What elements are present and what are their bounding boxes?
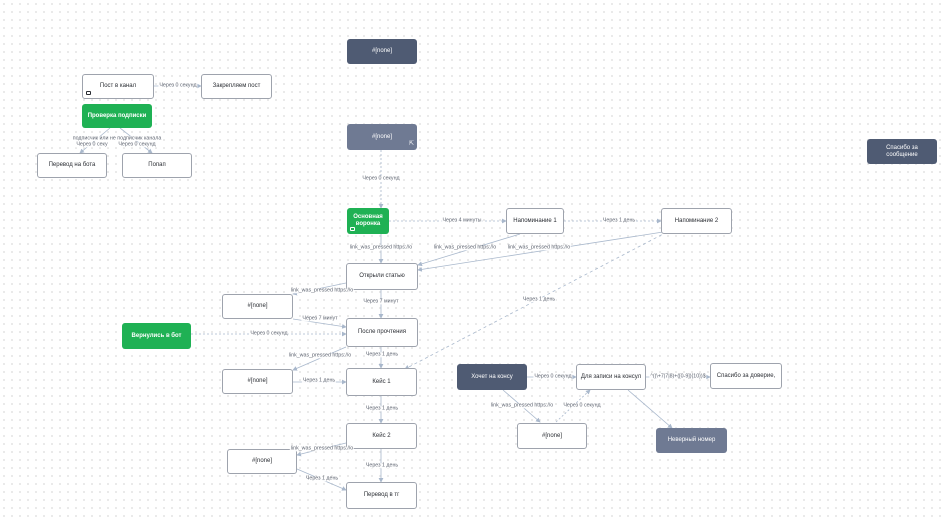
edge-label: link_was_pressed https://o xyxy=(432,244,498,251)
node-label: #[none] xyxy=(247,303,268,310)
edge-for-bad xyxy=(627,389,673,429)
node-to-tg[interactable]: Перевод в тг xyxy=(346,482,417,509)
node-for-consult[interactable]: Для записи на консул xyxy=(576,364,646,390)
node-label: После прочтения xyxy=(357,329,406,336)
node-bad-number[interactable]: Неверный номер xyxy=(656,428,727,453)
node-label: Для записи на консул xyxy=(580,373,642,380)
node-case-2[interactable]: Кейс 2 xyxy=(346,423,417,449)
node-label: Открыли статью xyxy=(359,273,405,280)
edge-label: Через 0 секунд xyxy=(562,402,602,409)
node-reminder-2[interactable]: Напоминание 2 xyxy=(661,208,732,234)
edge-label: Через 1 день xyxy=(364,405,400,412)
edge-label: Через 1 день xyxy=(304,475,340,482)
node-label: Хочет на консу xyxy=(471,373,513,380)
edge-label: Через 0 секу xyxy=(75,141,109,148)
edge-rem2-open xyxy=(417,231,664,272)
node-returned-bot[interactable]: Вернулись в бот xyxy=(122,323,191,349)
edge-label: Через 7 минут xyxy=(301,315,339,322)
edge-label: ^((\+7|7|8)+([0-9]){10})$ xyxy=(649,373,707,380)
edge-label: link_was_pressed https://o xyxy=(348,244,414,251)
edge-label: Через 0 секунд xyxy=(361,175,401,182)
node-label: Попап xyxy=(148,162,166,169)
node-check-sub[interactable]: Проверка подписки xyxy=(82,104,152,128)
external-link-icon[interactable]: ⇱ xyxy=(408,141,414,147)
node-label: Вернулись в бот xyxy=(131,332,182,339)
node-to-bot[interactable]: Перевод на бота xyxy=(37,153,107,178)
edge-label: Через 4 минуты xyxy=(441,217,483,224)
node-label: Закрепляем пост xyxy=(212,83,261,90)
node-popup[interactable]: Попап xyxy=(122,153,192,178)
node-label: Пост в канал xyxy=(99,83,137,90)
edge-label: Через 1 день xyxy=(364,462,400,469)
node-label: Перевод на бота xyxy=(48,162,96,169)
node-label: Напоминание 2 xyxy=(674,217,719,224)
tag-icon xyxy=(350,227,355,231)
node-label: Проверка подписки xyxy=(87,112,147,119)
node-opened-article[interactable]: Открыли статью xyxy=(346,263,418,290)
node-none-mid[interactable]: #[none] ⇱ xyxy=(347,124,417,150)
node-label: #[none] xyxy=(251,458,273,465)
node-thanks-msg[interactable]: Спасибо за сообщение xyxy=(867,139,937,164)
node-label: Напоминание 1 xyxy=(513,217,557,224)
edge-rem2-case1 xyxy=(404,231,668,370)
edge-label: link_was_pressed https://o xyxy=(489,402,555,409)
node-label: Перевод в тг xyxy=(363,492,400,499)
node-label: Неверный номер xyxy=(667,437,716,444)
node-pin-post[interactable]: Закрепляем пост xyxy=(201,74,272,99)
node-label: Кейс 1 xyxy=(372,378,391,385)
edge-label: Через 0 секунд xyxy=(158,82,198,89)
node-reminder-1[interactable]: Напоминание 1 xyxy=(506,208,564,234)
node-label: #[none] xyxy=(247,378,268,385)
edge-label: Через 7 минут xyxy=(362,298,400,305)
node-none-top[interactable]: #[none] xyxy=(347,39,417,64)
edge-label: link_was_pressed https://o xyxy=(506,244,572,251)
edge-label: Через 0 секунд xyxy=(249,330,289,337)
edge-label: link_was_pressed https://o xyxy=(289,287,355,294)
node-none-right[interactable]: #[none] xyxy=(517,423,587,449)
node-want-consult[interactable]: Хочет на консу xyxy=(457,364,527,390)
edge-label: подписчик или не подписчик канала xyxy=(71,135,163,142)
node-label: Основная воронка xyxy=(353,214,383,227)
node-case-1[interactable]: Кейс 1 xyxy=(346,368,417,396)
node-none-left-3[interactable]: #[none] xyxy=(227,449,297,474)
edge-label: Через 1 день xyxy=(601,217,637,224)
node-label: Спасибо за сообщение xyxy=(886,144,918,158)
edge-label: link_was_pressed https://o xyxy=(289,445,355,452)
node-none-left-2[interactable]: #[none] xyxy=(222,369,293,394)
edge-label: link_was_pressed https://o xyxy=(287,352,353,359)
edge-label: Через 1 день xyxy=(521,296,557,303)
edge-label: Через 0 секунд xyxy=(117,141,157,148)
edge-label: Через 0 секунд xyxy=(533,373,573,380)
tag-icon xyxy=(86,91,91,95)
edge-label: Через 1 день xyxy=(364,351,400,358)
node-after-read[interactable]: После прочтения xyxy=(346,318,418,347)
node-post-channel[interactable]: Пост в канал xyxy=(82,74,154,99)
node-label: Спасибо за доверие, xyxy=(716,372,776,379)
node-label: Кейс 2 xyxy=(372,432,391,439)
node-main-funnel[interactable]: Основная воронка xyxy=(347,208,389,234)
node-label: #[none] xyxy=(541,432,563,439)
node-label: #[none] xyxy=(371,133,393,140)
node-none-left-1[interactable]: #[none] xyxy=(222,294,293,319)
node-label: #[none] xyxy=(371,48,393,55)
edge-label: Через 1 день xyxy=(301,377,337,384)
node-thanks-trust[interactable]: Спасибо за доверие, xyxy=(710,363,782,389)
